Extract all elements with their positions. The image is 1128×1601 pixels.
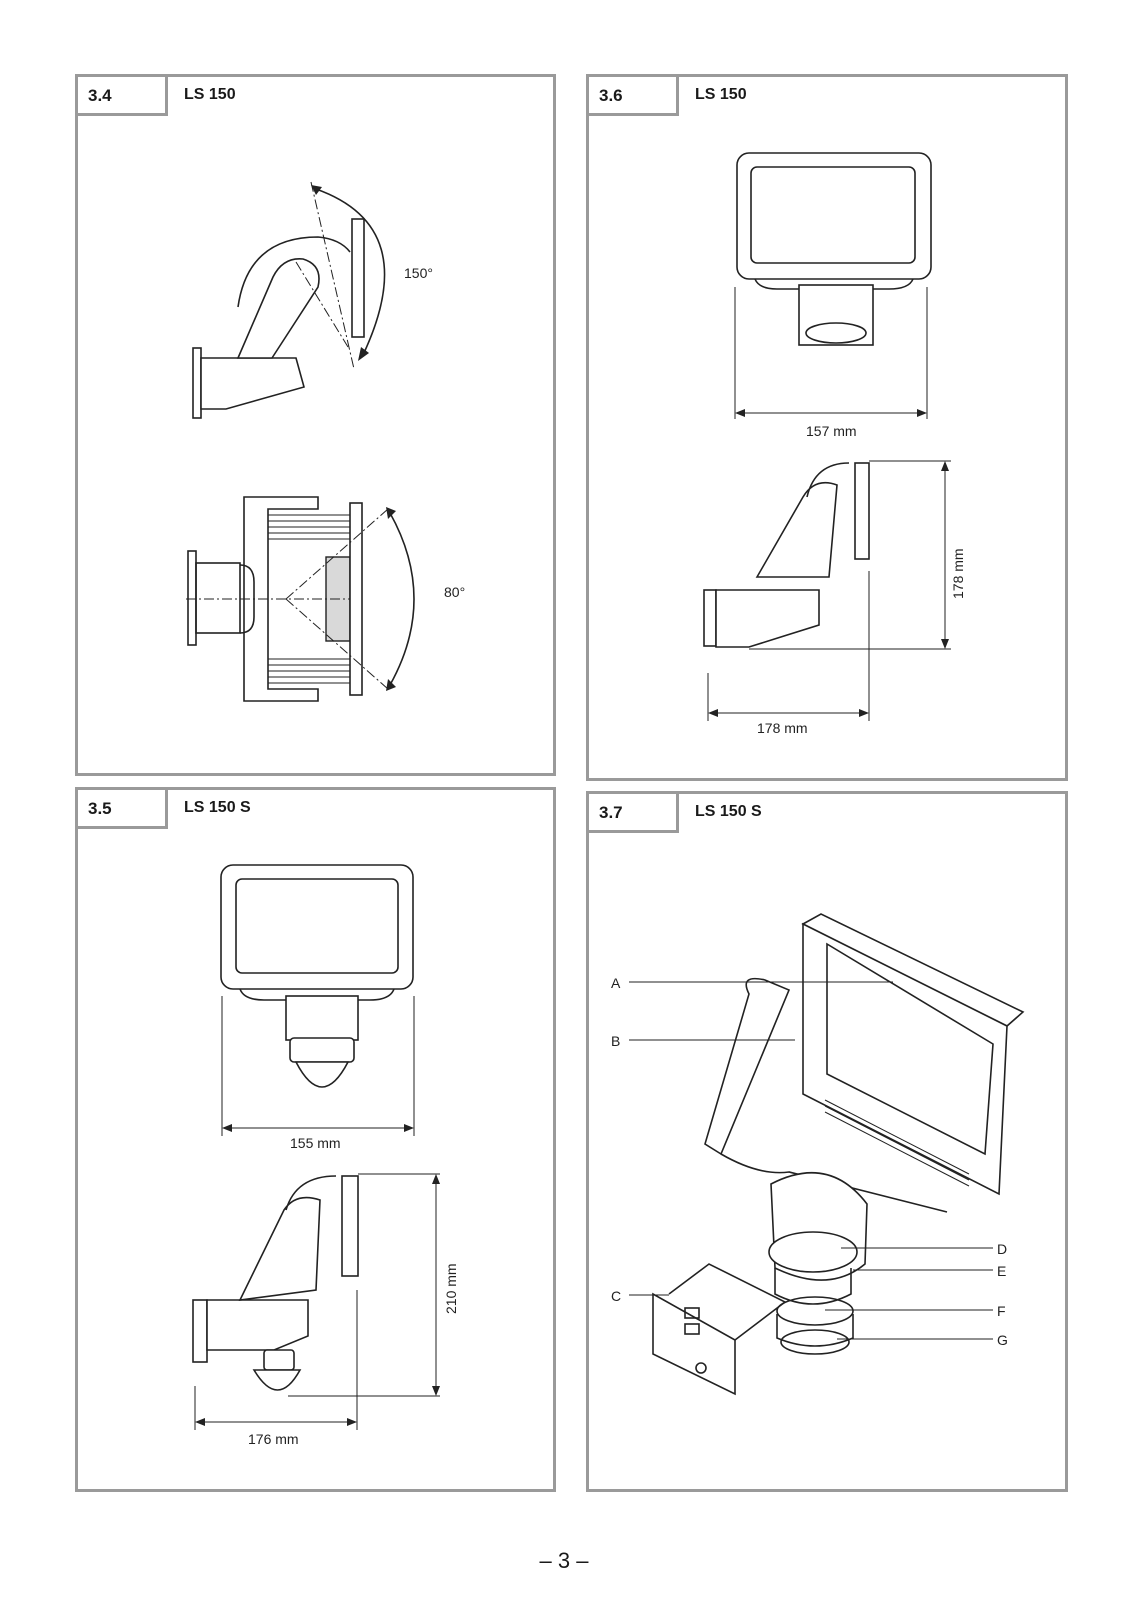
dimension-drawing: 155 mm 210 mm 176 mm	[192, 864, 459, 1447]
panel-model: LS 150	[184, 86, 236, 103]
callout-c: C	[611, 1288, 621, 1304]
height-dimension: 178 mm	[950, 548, 966, 599]
exploded-view-drawing: A B C D E F G	[611, 913, 1025, 1396]
panel-number: 3.6	[589, 77, 679, 116]
callout-lines	[629, 981, 993, 1340]
lamp-top-view	[186, 496, 415, 702]
panel-number: 3.5	[78, 790, 168, 829]
panel-model: LS 150 S	[184, 799, 251, 816]
panel-3-7: 3.7 LS 150 S	[586, 791, 1068, 1492]
callout-d: D	[997, 1241, 1007, 1257]
lamp-side-view	[192, 1173, 440, 1430]
lamp-side-view	[192, 181, 386, 419]
panel-3-6: 3.6 LS 150 157 mm	[586, 74, 1068, 781]
lamp-side-view	[703, 460, 951, 721]
depth-dimension: 178 mm	[757, 720, 808, 736]
panel-number: 3.7	[589, 794, 679, 833]
callout-g: G	[997, 1332, 1008, 1348]
page-number: – 3 –	[539, 1548, 589, 1573]
swivel-angle-label: 80°	[444, 584, 465, 600]
panel-3-4: 3.4 LS 150 150°	[75, 74, 556, 776]
lamp-front-view	[734, 152, 932, 419]
width-dimension: 155 mm	[290, 1135, 341, 1151]
callout-a: A	[611, 975, 621, 991]
lamp-front-view	[220, 864, 415, 1136]
panel-model: LS 150 S	[695, 803, 762, 820]
depth-dimension: 176 mm	[248, 1431, 299, 1447]
tilt-angle-label: 150°	[404, 265, 433, 281]
panel-model: LS 150	[695, 86, 747, 103]
width-dimension: 157 mm	[806, 423, 857, 439]
dimension-drawing: 157 mm 178 mm 178 mm	[703, 152, 966, 736]
height-dimension: 210 mm	[443, 1263, 459, 1314]
panel-number: 3.4	[78, 77, 168, 116]
lamp-isometric-view	[652, 913, 1025, 1396]
panel-3-5: 3.5 LS 150 S 155 mm	[75, 787, 556, 1492]
rotation-drawing: 150° 80°	[186, 181, 465, 702]
callout-e: E	[997, 1263, 1006, 1279]
callout-f: F	[997, 1303, 1006, 1319]
callout-b: B	[611, 1033, 620, 1049]
